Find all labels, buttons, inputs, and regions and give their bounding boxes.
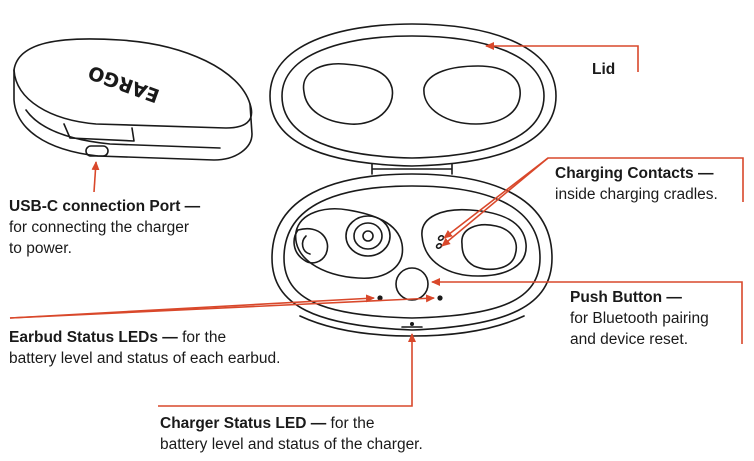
label-lid-title: Lid bbox=[592, 61, 616, 78]
label-push-title: Push Button — bbox=[570, 289, 682, 306]
earbud-left-logo bbox=[362, 230, 374, 242]
label-charger-led-title: Charger Status LED — bbox=[160, 415, 327, 432]
closed-case-seam bbox=[25, 109, 221, 149]
label-earbud-leds-title: Earbud Status LEDs — bbox=[9, 329, 178, 346]
label-push-desc-1: for Bluetooth pairing bbox=[570, 310, 709, 327]
label-contacts-title: Charging Contacts — bbox=[555, 165, 714, 182]
lid-inner-rim bbox=[281, 35, 545, 159]
label-lid: Lid bbox=[592, 59, 615, 80]
usb-port-recess bbox=[63, 123, 135, 142]
earbud-led-left bbox=[377, 295, 383, 301]
callout-lines bbox=[9, 42, 744, 407]
label-push-desc-2: and device reset. bbox=[570, 331, 689, 348]
brand-logo: EARGO bbox=[85, 61, 162, 107]
closed-case bbox=[13, 38, 253, 161]
earbud-left-face-inner bbox=[353, 222, 383, 250]
label-usb-title: USB-C connection Port — bbox=[9, 198, 201, 215]
earbud-left-face bbox=[345, 215, 391, 257]
callout-line-usb bbox=[91, 161, 100, 193]
callout-line-lid bbox=[485, 42, 639, 72]
callout-line-charger-led bbox=[158, 333, 416, 407]
charging-contact-1 bbox=[437, 234, 445, 242]
earbud-left-tip-inner bbox=[301, 235, 311, 255]
charger-status-led bbox=[410, 322, 414, 326]
label-charging-contacts: Charging Contacts — inside charging crad… bbox=[555, 163, 718, 205]
lid-cavity-left bbox=[302, 62, 394, 125]
callout-line-push-button bbox=[431, 278, 743, 344]
lid-cavity-right bbox=[423, 65, 521, 125]
base-inner-rim bbox=[283, 185, 541, 319]
label-usb-desc-2: to power. bbox=[9, 240, 72, 257]
cradle-right bbox=[421, 208, 527, 277]
label-charger-led-desc-1: battery level and status of the charger. bbox=[160, 436, 423, 453]
callout-line-led-right bbox=[9, 294, 435, 319]
cradle-right-cup bbox=[461, 224, 518, 271]
label-earbud-leds: Earbud Status LEDs — for the battery lev… bbox=[9, 327, 280, 369]
label-usb-desc-1: for connecting the charger bbox=[9, 219, 190, 236]
earbud-led-right bbox=[437, 295, 443, 301]
lid-outline bbox=[269, 23, 557, 167]
label-charger-led-suffix: for the bbox=[326, 415, 375, 432]
open-case bbox=[269, 23, 557, 337]
hinge bbox=[371, 163, 453, 175]
callout-line-contacts-2 bbox=[441, 157, 549, 247]
closed-case-top bbox=[13, 38, 253, 129]
label-earbud-leds-suffix: for the bbox=[177, 329, 227, 346]
earbud-left-tip bbox=[293, 227, 329, 264]
label-push-button: Push Button — for Bluetooth pairing and … bbox=[570, 287, 709, 350]
label-contacts-desc-1: inside charging cradles. bbox=[555, 186, 718, 203]
usb-port bbox=[85, 145, 109, 157]
label-charger-led: Charger Status LED — for the battery lev… bbox=[160, 413, 423, 455]
callout-line-contacts bbox=[443, 157, 744, 239]
base-outline bbox=[271, 173, 553, 331]
charging-contact-2 bbox=[435, 242, 443, 250]
earbud-left-shell bbox=[294, 208, 404, 279]
label-earbud-leds-desc-1: battery level and status of each earbud. bbox=[9, 350, 281, 367]
push-button bbox=[395, 267, 429, 301]
label-usb-port: USB-C connection Port — for connecting t… bbox=[9, 196, 200, 259]
